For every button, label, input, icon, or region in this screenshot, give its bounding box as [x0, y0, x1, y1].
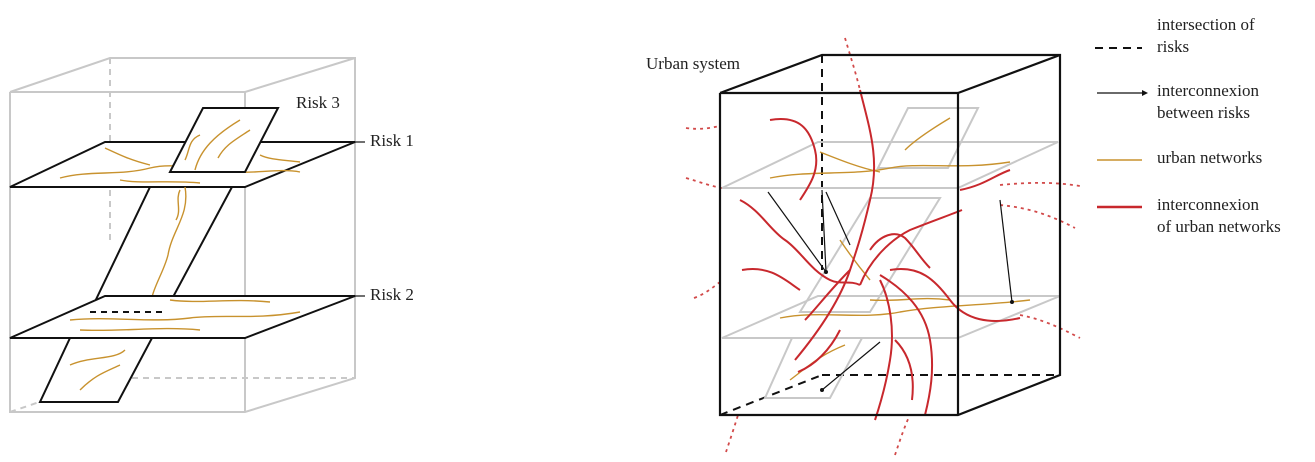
- risk3-plane: [168, 107, 280, 173]
- risk-connector-band: [88, 186, 234, 313]
- urban-system-box: [718, 53, 1062, 417]
- risk1-label: Risk 1: [370, 131, 414, 150]
- outer-dotted-networks: [685, 37, 1081, 456]
- legend-interconnexion-networks-line2: of urban networks: [1157, 217, 1281, 236]
- right-diagram: Urban system: [646, 37, 1081, 456]
- legend-interconnexion-risks-line2: between risks: [1157, 103, 1250, 122]
- urban-interconnexion-lines: [739, 89, 1021, 421]
- legend-interconnexion-risks-line1: interconnexion: [1157, 81, 1259, 100]
- legend-item-intersection: intersection of risks: [1095, 15, 1255, 56]
- urban-system-title: Urban system: [646, 54, 740, 73]
- left-diagram: Risk 1 Risk 2 Risk 3: [9, 57, 414, 413]
- risk2-plane: [9, 295, 356, 339]
- risk-interconnexion-dots: [820, 270, 1014, 392]
- legend-item-interconnexion-networks: interconnexion of urban networks: [1097, 195, 1281, 236]
- risk3-label: Risk 3: [296, 93, 340, 112]
- arrow-head-icon: [1142, 90, 1148, 96]
- legend-item-urban-networks: urban networks: [1097, 148, 1262, 167]
- legend-urban-networks-line1: urban networks: [1157, 148, 1262, 167]
- legend: intersection of risks interconnexion bet…: [1095, 15, 1281, 236]
- risk-interconnexion-lines: [767, 189, 1013, 391]
- box-back-edges: [719, 55, 1060, 416]
- risk2-label: Risk 2: [370, 285, 414, 304]
- legend-item-interconnexion-risks: interconnexion between risks: [1097, 81, 1259, 122]
- legend-intersection-line1: intersection of: [1157, 15, 1255, 34]
- risk-lower-band: [38, 337, 154, 403]
- legend-intersection-line2: risks: [1157, 37, 1189, 56]
- legend-interconnexion-networks-line1: interconnexion: [1157, 195, 1259, 214]
